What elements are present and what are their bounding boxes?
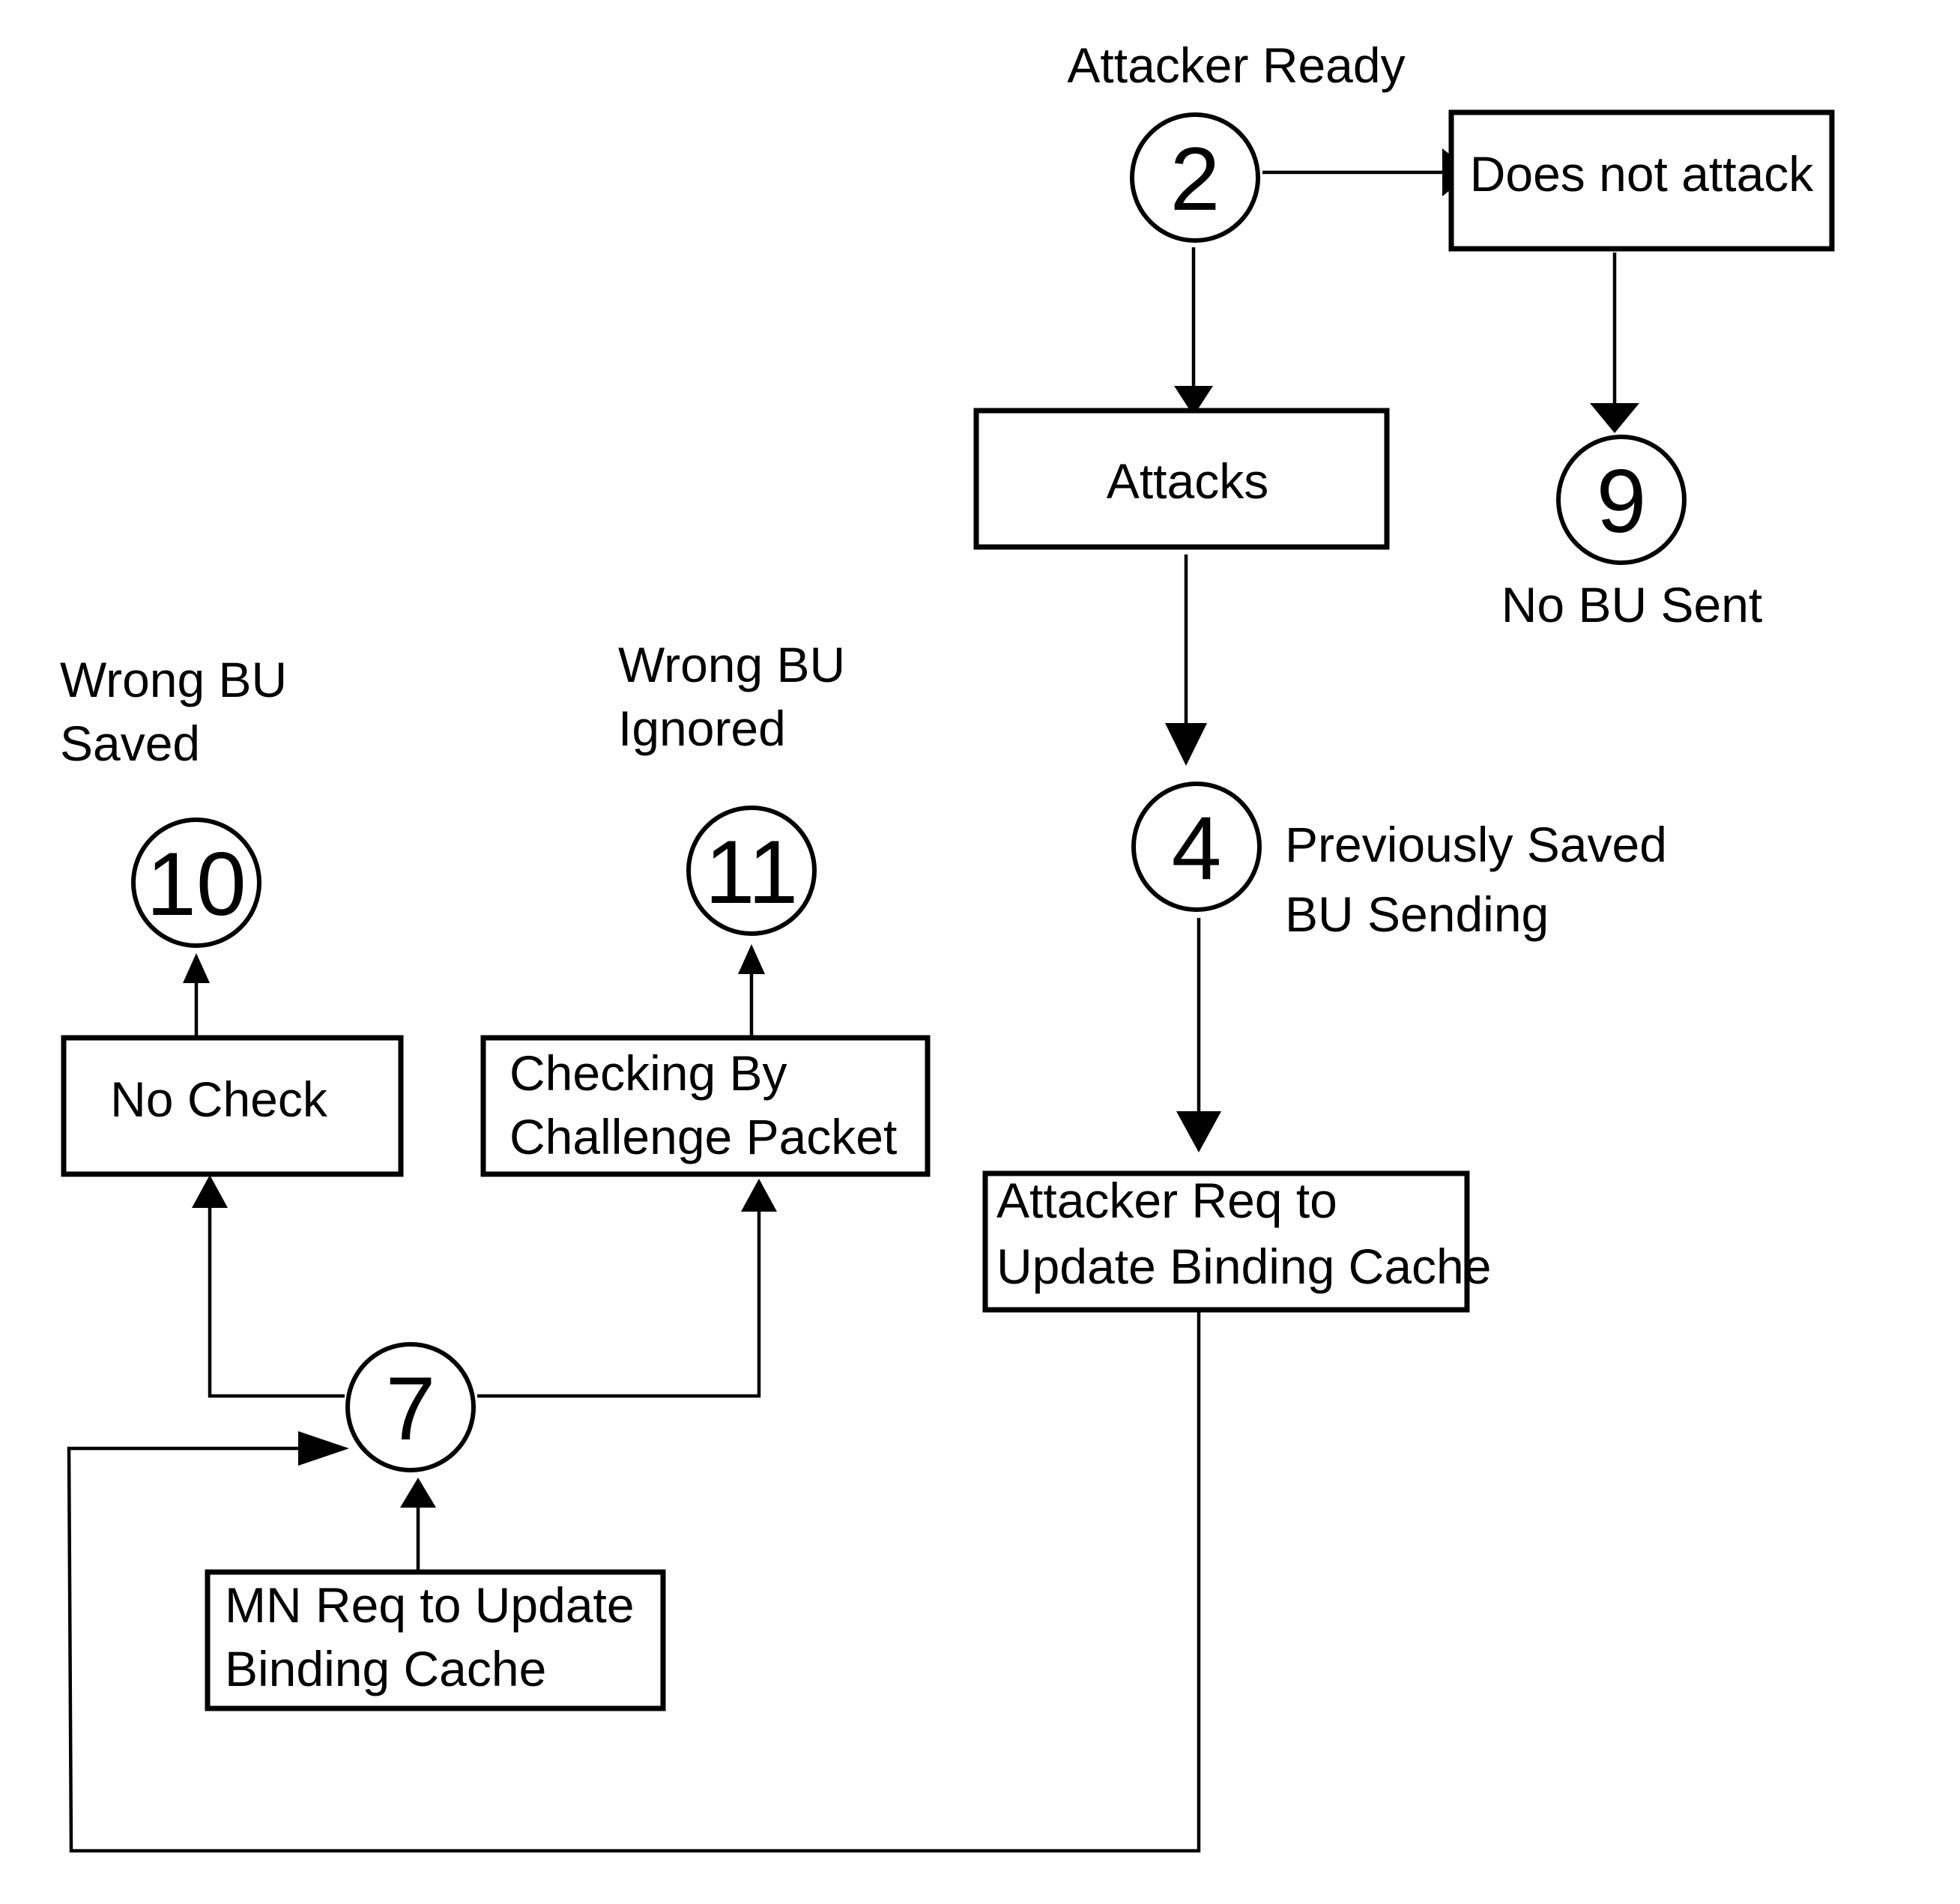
- state-10: Wrong BU Saved 10: [60, 652, 287, 948]
- arrowhead-7-left: [298, 1431, 349, 1466]
- box-no-check: No Check: [61, 1035, 404, 1177]
- state-4-circle: [1131, 782, 1262, 912]
- state-11-number: 11: [705, 822, 799, 922]
- box-no-check-text: No Check: [110, 1072, 328, 1127]
- state-4-label-line2: BU Sending: [1285, 886, 1549, 942]
- box-attacker-req-rect: [982, 1170, 1470, 1313]
- state-2-label: Attacker Ready: [1067, 37, 1405, 93]
- box-checking-line1: Checking By: [509, 1045, 787, 1101]
- state-4-label-line1: Previously Saved: [1285, 817, 1667, 872]
- state-10-circle: [131, 817, 261, 948]
- state-7-number: 7: [386, 1359, 436, 1459]
- state-9-label: No BU Sent: [1501, 577, 1763, 632]
- box-checking-rect: [480, 1035, 931, 1177]
- arrowhead-4: [1165, 723, 1207, 766]
- state-4: 4 Previously Saved BU Sending: [1131, 782, 1667, 942]
- state-2-circle: [1130, 112, 1260, 243]
- arrowhead-no-check: [192, 1175, 228, 1208]
- box-checking-line2: Challenge Packet: [509, 1109, 897, 1164]
- box-does-not-attack-text: Does not attack: [1470, 146, 1815, 202]
- state-11-label-line2: Ignored: [618, 701, 786, 756]
- state-2-number: 2: [1170, 129, 1221, 229]
- edges: [67, 148, 1639, 1853]
- box-attacker-req-line1: Attacker Req to: [996, 1173, 1337, 1228]
- state-7: 7: [345, 1342, 476, 1472]
- box-attacker-req-line2: Update Binding Cache: [996, 1239, 1491, 1294]
- box-attacks: Attacks: [973, 408, 1390, 550]
- box-no-check-rect: [61, 1035, 404, 1177]
- box-does-not-attack: Does not attack: [1448, 109, 1835, 252]
- arrowhead-10: [183, 953, 210, 983]
- arrowhead-attacker-req: [1176, 1111, 1221, 1152]
- state-9-circle: [1556, 435, 1687, 565]
- state-11-label-line1: Wrong BU: [618, 637, 845, 692]
- arrowhead-9: [1590, 403, 1639, 433]
- state-10-number: 10: [146, 834, 246, 934]
- box-attacker-req: Attacker Req to Update Binding Cache: [982, 1170, 1491, 1313]
- state-7-circle: [345, 1342, 476, 1472]
- state-11: Wrong BU Ignored 11: [618, 637, 845, 936]
- box-mn-req-rect: [205, 1569, 666, 1711]
- box-mn-req-line2: Binding Cache: [225, 1641, 546, 1696]
- box-mn-req: MN Req to Update Binding Cache: [205, 1569, 666, 1711]
- edge-7-to-no-check: [208, 1206, 345, 1398]
- box-attacks-rect: [973, 408, 1390, 550]
- state-9-number: 9: [1597, 451, 1647, 551]
- box-mn-req-line1: MN Req to Update: [225, 1577, 635, 1633]
- arrowhead-checking: [741, 1179, 777, 1212]
- state-10-label-line2: Saved: [60, 716, 200, 771]
- state-2: Attacker Ready 2: [1067, 37, 1406, 243]
- edge-attacker-req-loop-to-7: [67, 1308, 1201, 1853]
- edge-7-to-checking: [477, 1210, 761, 1398]
- box-does-not-attack-rect: [1448, 109, 1835, 252]
- arrowhead-attacks: [1174, 386, 1213, 416]
- state-11-circle: [686, 806, 817, 936]
- arrowhead-11: [738, 944, 765, 974]
- box-attacks-text: Attacks: [1107, 453, 1268, 509]
- arrowhead-7-bottom: [400, 1478, 436, 1508]
- box-checking: Checking By Challenge Packet: [480, 1035, 931, 1177]
- state-10-label-line1: Wrong BU: [60, 652, 287, 707]
- state-9: 9 No BU Sent: [1501, 435, 1763, 632]
- state-4-number: 4: [1172, 798, 1222, 898]
